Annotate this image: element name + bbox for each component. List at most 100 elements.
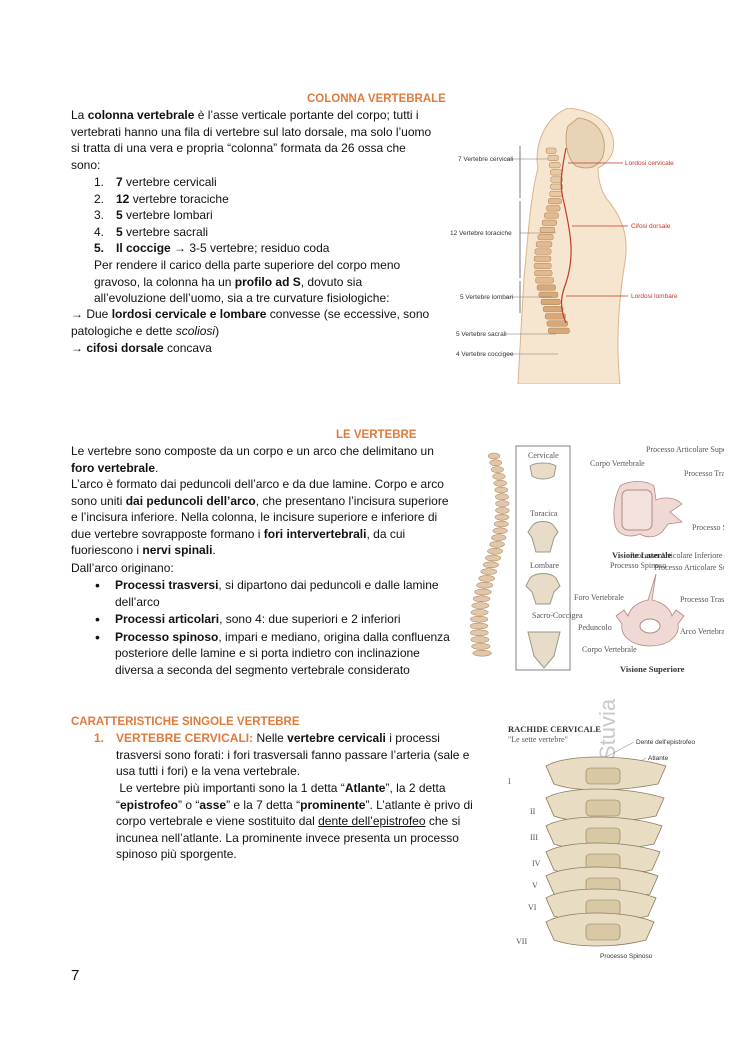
vertebra-shape [470, 609, 489, 616]
numeral: V [532, 881, 538, 890]
vertebra-shape [484, 554, 502, 562]
list-item: •Processi articolari, sono 4: due superi… [95, 611, 401, 627]
vertebra-shape [493, 520, 509, 528]
label-coccygeal: 4 Vertebre coccigee [456, 351, 514, 358]
vertebra-shape [534, 270, 553, 277]
section-heading-colonna: COLONNA VERTEBRALE [307, 93, 446, 105]
vertebrae-count-list: 1.7 vertebre cervicali 2.12 vertebre tor… [94, 174, 424, 257]
section-heading-vertebre: LE VERTEBRE [336, 429, 417, 441]
vertebra-shape [491, 534, 507, 541]
arch-processes-list: •Processi trasversi, si dipartono dai pe… [91, 577, 451, 678]
cervical-spine-figure: RACHIDE CERVICALE "Le sette vertebre" De… [506, 722, 696, 960]
vertebra-shape [541, 219, 557, 226]
vertebra-shape [539, 226, 556, 233]
vertebre-paragraph-2: L’arco è formato dai peduncoli dell’arco… [71, 477, 449, 557]
vertebra-shape [535, 277, 554, 284]
vertebra-shape [493, 479, 507, 487]
vertebra-shape [533, 255, 552, 262]
label-sup-pedunc: Peduncolo [578, 623, 612, 632]
numeral: I [508, 777, 511, 786]
cervical-fig-subtitle: "Le sette vertebre" [508, 735, 568, 744]
vertebra-shape [547, 327, 570, 334]
vertebra-shape [474, 588, 492, 596]
list-item: •Processo spinoso, impari e mediano, ori… [95, 628, 450, 677]
vertebra-shape [495, 500, 510, 507]
vertebra-shape [470, 622, 489, 630]
caption-superior: Visione Superiore [620, 664, 685, 674]
label-lordosi-lombare: Lordosi lombare [631, 293, 678, 300]
label-cervical: 7 Vertebre cervicali [458, 156, 513, 163]
numeral: III [530, 833, 538, 842]
vertebra-shape [480, 568, 498, 575]
vertebra-shape [549, 162, 561, 169]
list-item: 1.7 vertebre cervicali [94, 175, 217, 189]
label-sup-corpo: Corpo Vertebrale [582, 645, 637, 654]
vertebra-shape [548, 198, 562, 205]
label-proc-spin: Processo Spinoso [692, 523, 724, 532]
vertebra-shape [494, 493, 509, 501]
vertebra-shape [549, 190, 563, 197]
vertebra-shape [471, 602, 490, 609]
vertebra-shape [538, 291, 559, 298]
vertebra-shape [542, 306, 564, 313]
vertebra-shape [494, 486, 509, 494]
label-sup-foro: Foro Vertebrale [574, 593, 624, 602]
vertebra-shape [487, 452, 501, 460]
label-sup-spin: Processo Spinoso [610, 561, 666, 570]
label-dente: Dente dell'epistrofeo [636, 739, 695, 746]
page-number: 7 [71, 967, 80, 984]
label-lumbar: 5 Vertebre lombari [460, 294, 513, 301]
vertebra-shape [535, 241, 553, 248]
vertebral-body-shape [585, 767, 621, 785]
vertebra-shape [492, 473, 506, 480]
vertebra-shape [533, 262, 552, 269]
vertebra-shape [489, 459, 503, 467]
list-item: 2.12 vertebre toraciche [94, 191, 229, 206]
label-art-inf: Processo Articolare Inferiore [630, 551, 723, 560]
vertebra-shape [489, 541, 505, 548]
vertebre-paragraph-3: Dall’arco originano: [71, 561, 174, 575]
label-atlante: Atlante [648, 755, 669, 762]
label-sup-art: Processo Articolare Superiore [654, 563, 724, 572]
vertebra-anatomy-figure: Cervicale Toracica Lombare Sacro-Coccige… [470, 440, 724, 676]
vertebral-body-shape [585, 923, 621, 941]
label-lordosi-cervicale: Lordosi cervicale [625, 160, 674, 167]
label-cifosi-dorsale: Cifosi dorsale [631, 223, 671, 230]
vertebra-shape [476, 581, 494, 589]
vertebra-shape [482, 561, 500, 569]
vertebra-shape [487, 547, 504, 555]
vertebra-shape [545, 147, 557, 154]
list-item: 4.5 vertebre sacrali [94, 224, 209, 239]
cervical-paragraph: Le vertebre più importanti sono la 1 det… [116, 781, 473, 861]
intro-paragraph: La colonna vertebrale è l’asse verticale… [71, 108, 432, 172]
panel-toracica: Toracica [530, 509, 558, 518]
lordosis-line: → Due lordosi cervicale e lombare conves… [71, 307, 430, 338]
label-thoracic: 12 Vertebre toraciche [450, 230, 512, 237]
vertebra-shape [537, 234, 554, 241]
spine-curvature-figure: 7 Vertebre cervicali 12 Vertebre toracic… [448, 108, 688, 384]
numeral: VII [516, 937, 527, 946]
vertebra-shape [471, 643, 491, 650]
list-item: •Processi trasversi, si dipartono dai pe… [95, 577, 439, 609]
s-profile-paragraph: Per rendere il carico della parte superi… [94, 258, 401, 305]
panel-cervicale: Cervicale [528, 451, 559, 460]
vertebra-shape [544, 313, 566, 320]
vertebra-shape [472, 649, 492, 657]
vertebre-paragraph-1: Le vertebre sono composte da un corpo e … [71, 444, 434, 475]
vertebra-shape [492, 527, 508, 535]
vertebra-shape [490, 466, 504, 473]
vertebra-shape [547, 154, 559, 161]
vertebra-shape [550, 169, 562, 176]
label-spinoso: Processo Spinoso [600, 953, 653, 960]
list-item: 5.Il coccige → 3-5 vertebre; residuo cod… [94, 241, 330, 255]
numeral: VI [528, 903, 537, 912]
vertebra-shape [546, 205, 561, 212]
vertebra-shape [540, 298, 561, 305]
vertebral-body-shape [585, 799, 621, 817]
vertebra-shape [534, 248, 552, 255]
vertebra-shape [495, 507, 510, 514]
vertebra-shape [478, 575, 496, 582]
kyphosis-line: → cifosi dorsale concava [71, 341, 212, 355]
panel-sacro-label-1: Sacro-Coccigea [532, 611, 583, 620]
vertebra-shape [544, 212, 559, 219]
